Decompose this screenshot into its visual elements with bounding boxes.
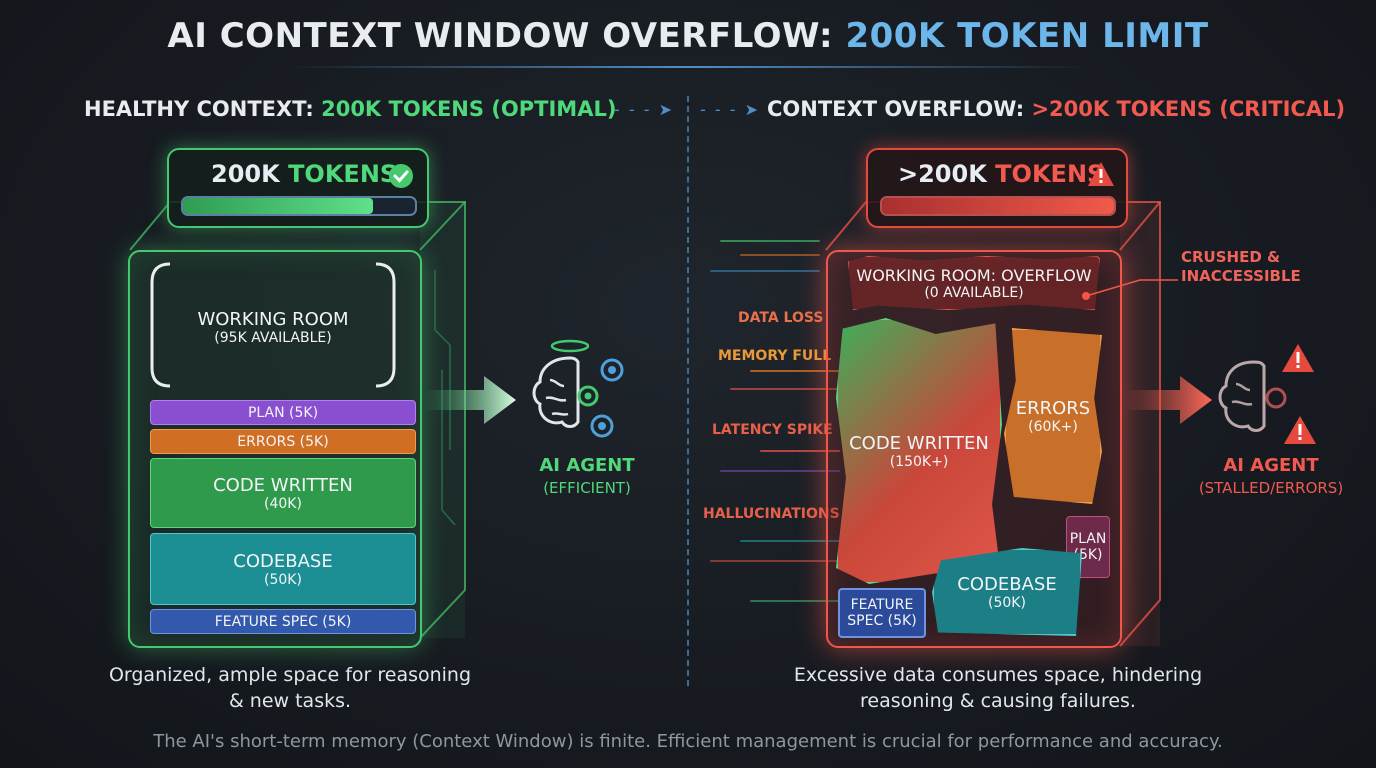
overflow-heading: CONTEXT OVERFLOW: >200K TOKENS (CRITICAL… bbox=[767, 97, 1345, 121]
healthy-heading: HEALTHY CONTEXT: 200K TOKENS (OPTIMAL) bbox=[84, 97, 616, 121]
overflow-heading-value: >200K TOKENS (CRITICAL) bbox=[1031, 97, 1346, 121]
overflow-label-data-loss: DATA LOSS bbox=[738, 310, 824, 326]
healthy-badge-number: 200K bbox=[211, 160, 280, 188]
overflow-codebase-label: CODEBASE bbox=[957, 573, 1057, 595]
title-main: AI CONTEXT WINDOW OVERFLOW: bbox=[167, 16, 846, 56]
title-highlight: 200K TOKEN LIMIT bbox=[845, 16, 1209, 56]
healthy-codebase-label: CODEBASE bbox=[233, 550, 333, 572]
healthy-badge-label: 200K TOKENS bbox=[211, 160, 397, 188]
healthy-working-room-label: WORKING ROOM bbox=[197, 308, 349, 330]
overflow-heading-prefix: CONTEXT OVERFLOW: bbox=[767, 97, 1032, 121]
healthy-badge-word: TOKENS bbox=[288, 160, 398, 188]
overflow-working-room: WORKING ROOM: OVERFLOW (0 AVAILABLE) bbox=[848, 256, 1100, 310]
healthy-layer-codebase: CODEBASE (50K) bbox=[150, 533, 416, 605]
overflow-errors-label: ERRORS bbox=[1015, 397, 1091, 419]
healthy-caption-line1: Organized, ample space for reasoning bbox=[108, 664, 472, 686]
overflow-working-room-sub: (0 AVAILABLE) bbox=[924, 284, 1024, 301]
healthy-layer-plan: PLAN (5K) bbox=[150, 400, 416, 425]
streak bbox=[710, 270, 820, 272]
overflow-plan-label: PLAN bbox=[1069, 531, 1107, 547]
healthy-agent-sub: (EFFICIENT) bbox=[543, 479, 631, 497]
overflow-feature-spec-label: FEATURE bbox=[850, 597, 914, 613]
overflow-caption-line2: reasoning & causing failures. bbox=[860, 690, 1136, 712]
healthy-layer-code-written: CODE WRITTEN (40K) bbox=[150, 458, 416, 528]
streak bbox=[710, 560, 840, 562]
overflow-code-written-label: CODE WRITTEN bbox=[849, 432, 989, 454]
overflow-label-latency-spike: LATENCY SPIKE bbox=[712, 422, 833, 438]
healthy-code-written-label: CODE WRITTEN bbox=[213, 474, 353, 496]
overflow-codebase-sub: (50K) bbox=[988, 594, 1026, 611]
page-title: AI CONTEXT WINDOW OVERFLOW: 200K TOKEN L… bbox=[0, 16, 1376, 56]
overflow-agent-label: AI AGENT (STALLED/ERRORS) bbox=[1186, 455, 1356, 499]
brain-gear-stalled-icon bbox=[1218, 344, 1316, 444]
overflow-speed-streaks bbox=[700, 220, 840, 640]
streak bbox=[740, 254, 820, 256]
healthy-working-room-text: WORKING ROOM (95K AVAILABLE) bbox=[148, 302, 398, 352]
dashed-arrow-left-icon: - - - ➤ bbox=[614, 100, 674, 119]
healthy-codebase-sub: (50K) bbox=[264, 571, 302, 588]
overflow-layer-errors: ERRORS (60K+) bbox=[1004, 328, 1102, 504]
dashed-arrow-right-icon: - - - ➤ bbox=[700, 100, 760, 119]
arrow-right-icon bbox=[424, 376, 516, 424]
streak bbox=[730, 388, 840, 390]
healthy-token-badge: 200K TOKENS bbox=[167, 148, 429, 228]
overflow-annotation: CRUSHED & INACCESSIBLE bbox=[1181, 248, 1301, 286]
overflow-errors-sub: (60K+) bbox=[1028, 418, 1078, 435]
healthy-layer-feature-spec: FEATURE SPEC (5K) bbox=[150, 609, 416, 634]
overflow-code-written-sub: (150K+) bbox=[889, 453, 949, 470]
healthy-code-written-sub: (40K) bbox=[264, 495, 302, 512]
healthy-token-bar bbox=[181, 196, 417, 216]
healthy-caption-line2: & new tasks. bbox=[228, 690, 352, 712]
overflow-feature-spec-sub: SPEC (5K) bbox=[847, 613, 917, 629]
brain-gear-icon bbox=[532, 339, 624, 438]
healthy-box-3d-edges bbox=[129, 201, 466, 639]
healthy-layer-errors: ERRORS (5K) bbox=[150, 429, 416, 454]
overflow-token-badge: >200K TOKENS bbox=[866, 148, 1128, 228]
check-circle-icon bbox=[389, 164, 413, 188]
healthy-heading-value: 200K TOKENS (OPTIMAL) bbox=[321, 97, 617, 121]
healthy-heading-prefix: HEALTHY CONTEXT: bbox=[84, 97, 322, 121]
healthy-token-bar-fill bbox=[183, 198, 374, 214]
warning-triangle-icon bbox=[1088, 162, 1114, 186]
annotation-line2: INACCESSIBLE bbox=[1181, 267, 1301, 285]
overflow-label-memory-full: MEMORY FULL bbox=[718, 348, 832, 364]
overflow-caption: Excessive data consumes space, hindering… bbox=[776, 662, 1220, 714]
overflow-token-bar bbox=[880, 196, 1116, 216]
annotation-pointer bbox=[1082, 279, 1178, 300]
overflow-badge-number: >200K bbox=[898, 160, 987, 188]
streak bbox=[750, 370, 840, 372]
overflow-box-3d-edges bbox=[825, 201, 1161, 647]
arrow-right-red-icon bbox=[1124, 376, 1212, 424]
annotation-line1: CRUSHED & bbox=[1181, 248, 1281, 266]
footer-note: The AI's short-term memory (Context Wind… bbox=[153, 731, 1223, 752]
overflow-token-bar-fill bbox=[882, 198, 1114, 214]
overflow-layer-feature-spec: FEATURE SPEC (5K) bbox=[838, 588, 926, 638]
overflow-label-hallucinations: HALLUCINATIONS bbox=[703, 506, 840, 522]
overflow-working-room-label: WORKING ROOM: OVERFLOW bbox=[856, 265, 1092, 285]
streak bbox=[740, 540, 840, 542]
overflow-caption-line1: Excessive data consumes space, hindering bbox=[793, 664, 1203, 686]
streak bbox=[750, 600, 840, 602]
center-divider bbox=[687, 96, 689, 686]
healthy-agent-title: AI AGENT bbox=[539, 455, 635, 476]
healthy-agent-label: AI AGENT (EFFICIENT) bbox=[512, 455, 662, 499]
overflow-badge-word: TOKENS bbox=[995, 160, 1105, 188]
streak bbox=[720, 240, 820, 242]
healthy-working-room-sub: (95K AVAILABLE) bbox=[214, 329, 332, 346]
overflow-layer-code-written: CODE WRITTEN (150K+) bbox=[836, 318, 1002, 584]
healthy-working-room: WORKING ROOM (95K AVAILABLE) bbox=[148, 262, 398, 388]
streak bbox=[720, 470, 840, 472]
streak bbox=[760, 450, 840, 452]
overflow-agent-sub: (STALLED/ERRORS) bbox=[1198, 479, 1344, 497]
title-underline bbox=[290, 66, 1086, 68]
healthy-caption: Organized, ample space for reasoning & n… bbox=[80, 662, 500, 714]
overflow-layer-codebase: CODEBASE (50K) bbox=[932, 548, 1082, 636]
overflow-agent-title: AI AGENT bbox=[1223, 455, 1319, 476]
overflow-badge-label: >200K TOKENS bbox=[898, 160, 1104, 188]
working-room-brackets bbox=[150, 262, 396, 388]
